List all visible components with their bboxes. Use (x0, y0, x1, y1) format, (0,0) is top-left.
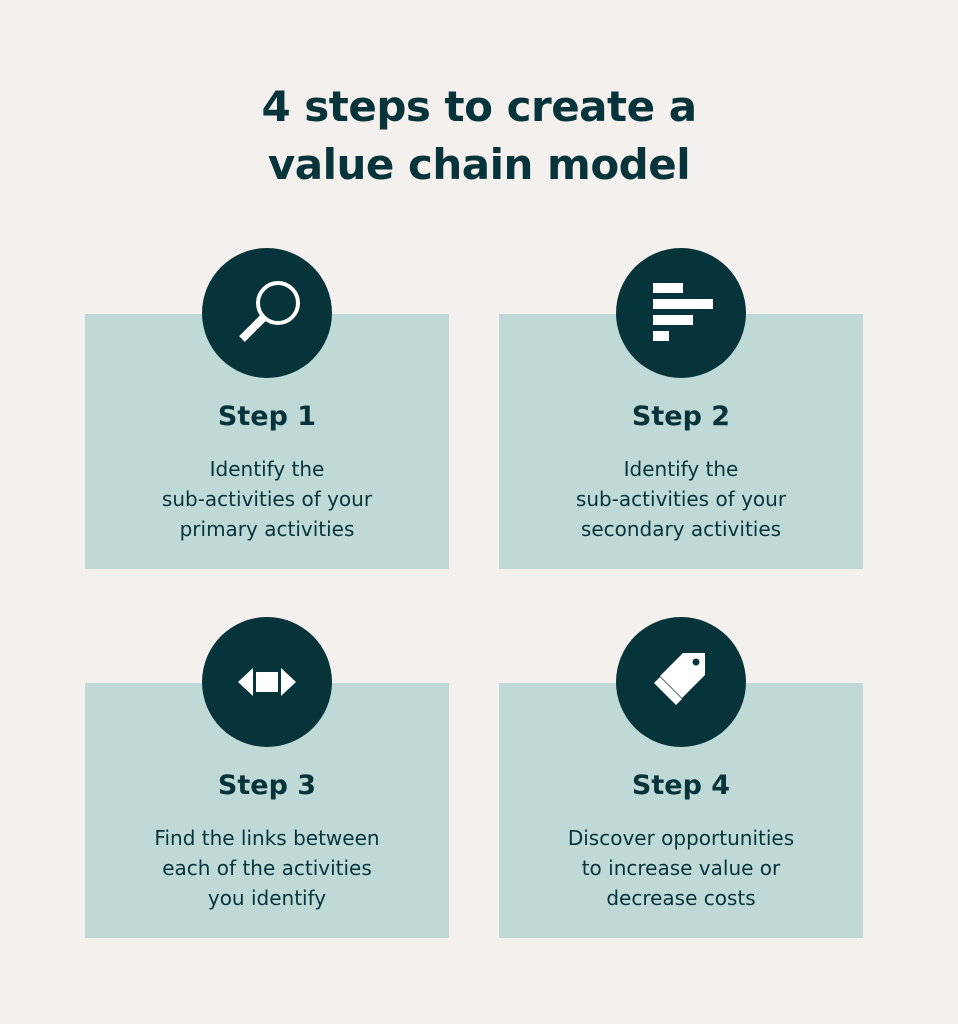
step-2-icon-circle (616, 248, 746, 378)
step-2-desc-line: secondary activities (580, 517, 782, 541)
step-2-label: Step 2 (631, 401, 731, 432)
title-line-1: 4 steps to create a (261, 82, 697, 131)
step-4-desc-line: to increase value or (581, 856, 781, 880)
bar-chart-icon (653, 283, 713, 341)
step-4-description: Discover opportunities to increase value… (499, 823, 863, 913)
step-3-icon-circle (202, 617, 332, 747)
price-tag-icon (654, 653, 705, 705)
step-card-3: Step 3 Find the links between each of th… (85, 617, 449, 938)
step-card-2: Step 2 Identify the sub-activities of yo… (499, 248, 863, 569)
step-card-4: Step 4 Discover opportunities to increas… (499, 617, 863, 938)
step-3-desc-line: you identify (207, 886, 327, 910)
step-1-description: Identify the sub-activities of your prim… (85, 454, 449, 544)
step-4-desc-line: Discover opportunities (567, 826, 795, 850)
step-1-desc-line: primary activities (179, 517, 355, 541)
step-1-label: Step 1 (217, 401, 317, 432)
step-2-desc-line: Identify the (623, 457, 739, 481)
step-1-desc-line: Identify the (209, 457, 325, 481)
step-1-icon-circle (202, 248, 332, 378)
step-4-label: Step 4 (631, 770, 731, 801)
step-3-desc-line: each of the activities (162, 856, 372, 880)
step-2-desc-line: sub-activities of your (575, 487, 787, 511)
double-arrow-icon (238, 668, 296, 696)
page-title: 4 steps to create a value chain model (0, 78, 958, 194)
title-line-2: value chain model (267, 140, 691, 189)
step-4-icon-circle (616, 617, 746, 747)
step-3-desc-line: Find the links between (154, 826, 380, 850)
step-card-1: Step 1 Identify the sub-activities of yo… (85, 248, 449, 569)
magnifier-icon (239, 281, 300, 342)
step-1-desc-line: sub-activities of your (161, 487, 373, 511)
step-2-description: Identify the sub-activities of your seco… (499, 454, 863, 544)
step-3-description: Find the links between each of the activ… (85, 823, 449, 913)
step-4-desc-line: decrease costs (606, 886, 756, 910)
step-3-label: Step 3 (217, 770, 317, 801)
